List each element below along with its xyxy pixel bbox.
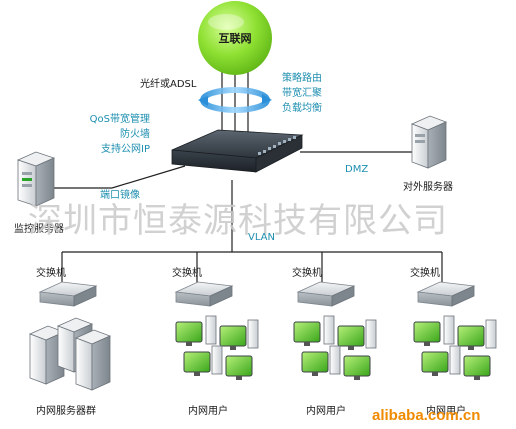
firewall-feature-3: 支持公网IP	[101, 142, 150, 155]
switch-3-label: 交换机	[292, 266, 322, 279]
port-mirror-label: 端口镜像	[100, 188, 140, 201]
switch-4-icon	[416, 281, 476, 307]
user-group-1-label: 内网用户	[188, 404, 228, 417]
internet-node: 互联网	[198, 1, 272, 75]
switch-2: 交换机	[172, 266, 234, 307]
user-group-2-label: 内网用户	[306, 404, 346, 417]
router-feature-3: 负载均衡	[282, 101, 322, 114]
external-server-icon	[410, 115, 448, 169]
monitor-server-label: 监控服务器	[14, 222, 64, 235]
monitor-server-icon	[16, 151, 56, 207]
connection-lines	[40, 60, 443, 284]
mirror-line	[40, 165, 186, 189]
user-group-3-label: 内网用户	[426, 404, 466, 417]
switch-1-label: 交换机	[36, 266, 66, 279]
router-feature-1: 策略路由	[282, 71, 322, 84]
load-balance-ring-icon	[198, 87, 272, 113]
firewall-feature-2: 防火墙	[120, 127, 150, 140]
server-farm-label: 内网服务器群	[36, 404, 96, 417]
core-gateway-router-icon	[171, 129, 304, 173]
switch-4: 交换机	[410, 266, 476, 307]
globe-highlight	[208, 14, 244, 30]
user-group-1-icon	[175, 315, 259, 380]
vlan-label: VLAN	[248, 232, 275, 243]
internet-label: 互联网	[219, 31, 252, 45]
switch-1-icon	[38, 281, 98, 307]
firewall-feature-1: QoS带宽管理	[90, 112, 150, 125]
company-watermark: 深圳市恒泰源科技有限公司	[28, 201, 448, 241]
intranet-server-farm-icon	[28, 317, 112, 391]
switch-3: 交换机	[292, 266, 356, 307]
internet-globe-icon	[198, 1, 272, 75]
router-features-label: 策略路由 带宽汇聚 负载均衡	[282, 71, 322, 114]
user-group-3-icon	[413, 315, 497, 380]
switch-3-icon	[296, 281, 356, 307]
uplink-label: 光纤或ADSL	[140, 77, 197, 90]
external-server-label: 对外服务器	[403, 180, 453, 193]
switch-2-label: 交换机	[172, 266, 202, 279]
site-watermark: alibaba.com.cn	[372, 407, 480, 424]
user-group-2-icon	[293, 315, 377, 380]
router-feature-2: 带宽汇聚	[282, 86, 322, 99]
dmz-label: DMZ	[345, 164, 368, 175]
firewall-features-label: QoS带宽管理 防火墙 支持公网IP	[90, 112, 150, 155]
switch-2-icon	[174, 281, 234, 307]
switch-1: 交换机	[36, 266, 98, 307]
switch-4-label: 交换机	[410, 266, 440, 279]
